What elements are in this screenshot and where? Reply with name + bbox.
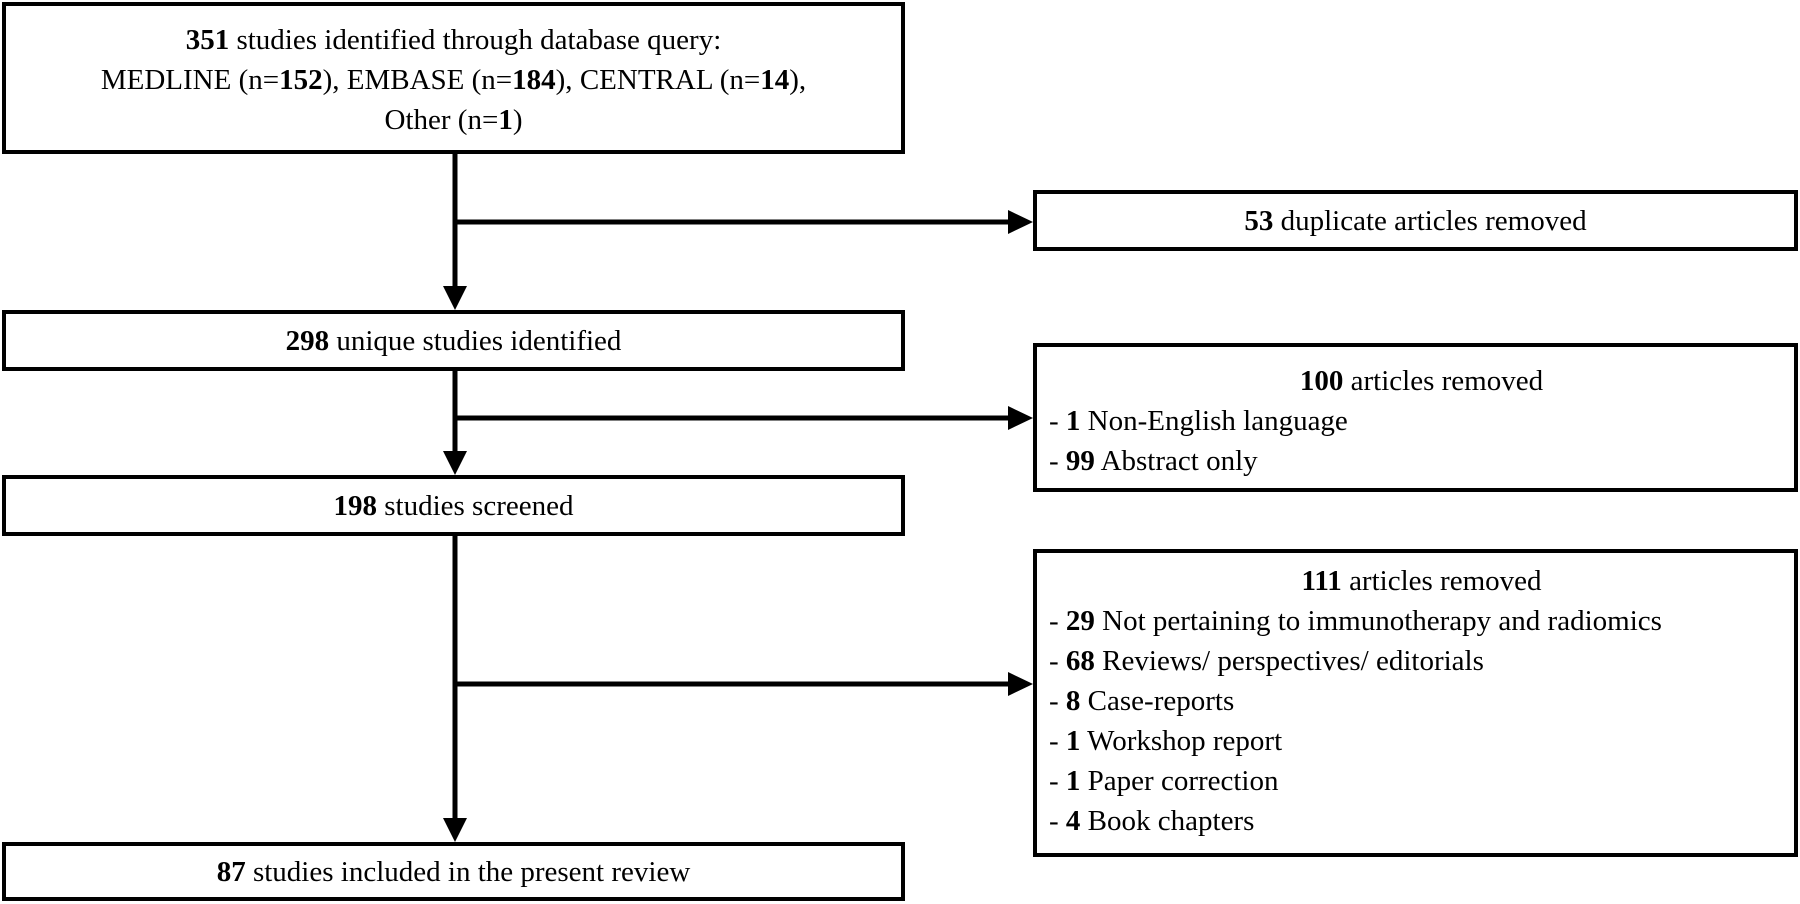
source-medline-suffix: ), (322, 64, 347, 96)
identified-other-line: Other (n=1) (6, 100, 901, 140)
list-item: - 99 Abstract only (1049, 441, 1794, 481)
list-prefix: - (1049, 645, 1066, 677)
arrowhead-down-3 (443, 818, 467, 842)
arrowhead-right-removed-first (1008, 406, 1033, 430)
unique-box: 298 unique studies identified (2, 310, 905, 371)
removed-first-text: articles removed (1343, 365, 1544, 397)
list-prefix: - (1049, 685, 1066, 717)
identified-count: 351 (185, 24, 230, 56)
list-prefix: - (1049, 405, 1066, 437)
duplicates-box: 53 duplicate articles removed (1033, 190, 1798, 251)
list-item-count: 29 (1065, 605, 1095, 637)
screened-text: studies screened (377, 489, 574, 522)
included-count: 87 (216, 855, 246, 888)
removed-second-box: 111 articles removed - 29 Not pertaining… (1033, 549, 1798, 857)
source-other-value: 1 (498, 104, 513, 136)
list-item-text: Case-reports (1080, 685, 1235, 717)
list-item-count: 8 (1065, 685, 1081, 717)
source-medline-label: MEDLINE (n= (100, 64, 280, 96)
list-item: - 1 Workshop report (1049, 721, 1794, 761)
list-item: - 8 Case-reports (1049, 681, 1794, 721)
duplicates-text: duplicate articles removed (1273, 204, 1587, 237)
list-item-count: 99 (1065, 445, 1095, 477)
unique-count: 298 (285, 324, 330, 357)
included-line: 87 studies included in the present revie… (217, 852, 691, 892)
list-item: - 4 Book chapters (1049, 801, 1794, 841)
duplicates-count: 53 (1244, 204, 1274, 237)
source-embase-suffix: ), (555, 64, 580, 96)
list-prefix: - (1049, 805, 1066, 837)
list-item: - 29 Not pertaining to immunotherapy and… (1049, 601, 1794, 641)
unique-line: 298 unique studies identified (286, 321, 622, 361)
source-embase-value: 184 (512, 64, 556, 96)
source-central-value: 14 (760, 64, 790, 96)
removed-first-title: 100 articles removed (1049, 361, 1794, 401)
list-item: - 1 Non-English language (1049, 401, 1794, 441)
list-prefix: - (1049, 445, 1066, 477)
list-item-count: 68 (1065, 645, 1095, 677)
removed-first-count: 100 (1299, 365, 1344, 397)
list-item-text: Non-English language (1080, 405, 1348, 437)
list-prefix: - (1049, 605, 1066, 637)
screened-line: 198 studies screened (334, 486, 574, 526)
duplicates-line: 53 duplicate articles removed (1244, 201, 1586, 241)
list-item-text: Not pertaining to immunotherapy and radi… (1094, 605, 1662, 637)
included-text: studies included in the present review (245, 855, 691, 888)
list-item-count: 1 (1065, 405, 1081, 437)
arrowhead-down-2 (443, 451, 467, 475)
included-box: 87 studies included in the present revie… (2, 842, 905, 901)
source-embase-label: EMBASE (n= (346, 64, 513, 96)
list-item-text: Paper correction (1080, 765, 1279, 797)
list-item-count: 4 (1065, 805, 1081, 837)
source-other-suffix: ) (512, 104, 523, 136)
list-item-text: Abstract only (1094, 445, 1258, 477)
screened-count: 198 (333, 489, 378, 522)
arrowhead-right-duplicates (1008, 210, 1033, 234)
source-central-label: CENTRAL (n= (579, 64, 761, 96)
source-other-label: Other (n= (384, 104, 499, 136)
removed-second-count: 111 (1301, 565, 1342, 597)
identified-text: studies identified through database quer… (229, 24, 722, 56)
list-item-text: Reviews/ perspectives/ editorials (1094, 645, 1484, 677)
list-item-count: 1 (1065, 725, 1081, 757)
arrowhead-right-removed-second (1008, 672, 1033, 696)
source-central-suffix: ), (789, 64, 807, 96)
list-item-text: Book chapters (1080, 805, 1255, 837)
list-item-count: 1 (1065, 765, 1081, 797)
removed-second-title: 111 articles removed (1049, 561, 1794, 601)
list-item: - 1 Paper correction (1049, 761, 1794, 801)
identified-line-1: 351 studies identified through database … (6, 20, 901, 60)
list-prefix: - (1049, 765, 1066, 797)
removed-second-text: articles removed (1341, 565, 1542, 597)
identified-sources-line: MEDLINE (n=152), EMBASE (n=184), CENTRAL… (6, 60, 901, 100)
arrowhead-down-1 (443, 286, 467, 310)
identified-box: 351 studies identified through database … (2, 2, 905, 154)
list-item-text: Workshop report (1080, 725, 1283, 757)
source-medline-value: 152 (279, 64, 323, 96)
unique-text: unique studies identified (329, 324, 622, 357)
list-item: - 68 Reviews/ perspectives/ editorials (1049, 641, 1794, 681)
screened-box: 198 studies screened (2, 475, 905, 536)
list-prefix: - (1049, 725, 1066, 757)
removed-first-box: 100 articles removed - 1 Non-English lan… (1033, 343, 1798, 492)
